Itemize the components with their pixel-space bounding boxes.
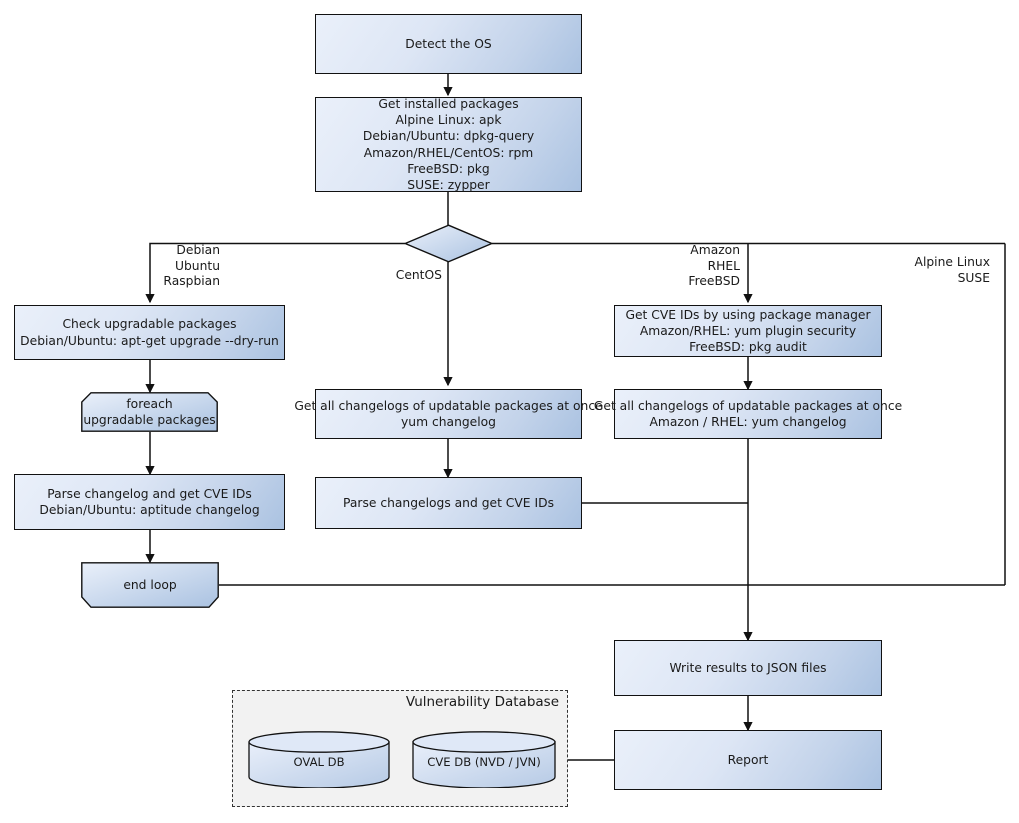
node-changelogs-centos-label: Get all changelogs of updatable packages… xyxy=(294,398,603,429)
node-report[interactable]: Report xyxy=(614,730,882,790)
vulnerability-database-title: Vulnerability Database xyxy=(405,694,559,710)
cylinder-oval-db[interactable]: OVAL DB xyxy=(248,731,390,789)
branch-label-centos: CentOS xyxy=(395,268,442,282)
node-write-json-label: Write results to JSON files xyxy=(669,660,827,675)
cylinder-cve-db-label: CVE DB (NVD / JVN) xyxy=(427,755,541,769)
node-changelogs-centos[interactable]: Get all changelogs of updatable packages… xyxy=(294,389,603,439)
foreach-loop-shape xyxy=(81,392,218,432)
node-changelogs-rhel[interactable]: Get all changelogs of updatable packages… xyxy=(594,389,902,439)
end-loop-shape xyxy=(81,562,219,608)
decision-diamond-shape xyxy=(403,224,494,263)
node-parse-changelogs-centos[interactable]: Parse changelogs and get CVE IDs xyxy=(315,477,582,529)
node-report-label: Report xyxy=(727,752,769,767)
cylinder-cve-db[interactable]: CVE DB (NVD / JVN) xyxy=(412,731,556,789)
node-os-decision[interactable] xyxy=(403,224,494,263)
node-end-loop[interactable]: end loop xyxy=(81,562,219,608)
cylinder-oval-db-label: OVAL DB xyxy=(293,755,345,769)
node-write-json[interactable]: Write results to JSON files xyxy=(614,640,882,696)
node-end-loop-label: end loop xyxy=(123,577,177,592)
node-changelogs-rhel-label: Get all changelogs of updatable packages… xyxy=(593,398,903,429)
cylinder-cve-db-shape xyxy=(412,731,556,789)
node-detect-os[interactable]: Detect the OS xyxy=(315,14,582,74)
node-detect-os-label: Detect the OS xyxy=(405,36,492,51)
node-parse-changelogs-centos-label: Parse changelogs and get CVE IDs xyxy=(343,495,554,510)
cylinder-oval-db-shape xyxy=(248,731,390,789)
